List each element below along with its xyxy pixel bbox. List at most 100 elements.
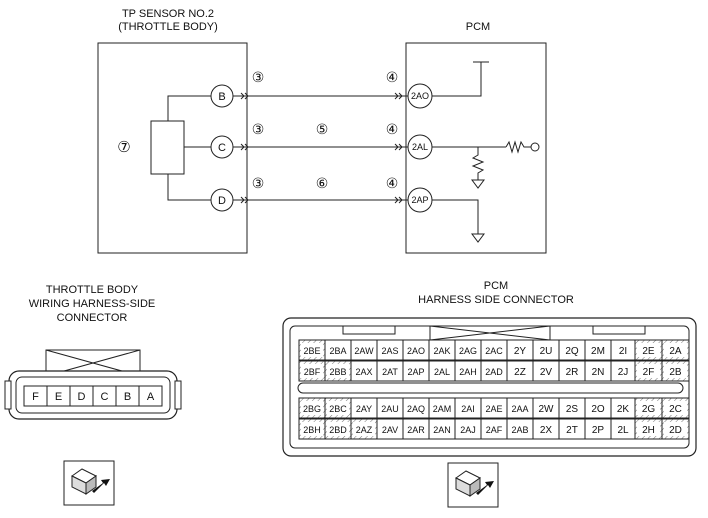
- pcm-pin-label-2be: 2BE: [303, 346, 320, 356]
- pcm-pin-label-2bb: 2BB: [329, 367, 346, 377]
- pcm-pin-label-2l: 2L: [617, 425, 629, 436]
- pcm-connector-title-line2: HARNESS SIDE CONNECTOR: [418, 294, 574, 306]
- sensor-body-number: ⑦: [117, 139, 130, 156]
- svg-text:B: B: [218, 91, 225, 103]
- pcm-pin-label-2am: 2AM: [433, 404, 452, 414]
- pcm-pin-cell-label-bg: [327, 401, 349, 415]
- sensor-pin-d: D: [210, 188, 234, 212]
- pcm-pin-label-2o: 2O: [591, 404, 605, 415]
- pcm-pin-cell-label-bg: [637, 364, 660, 378]
- pcm-connector-view-icon: [447, 462, 499, 508]
- throttle-connector-title-line1: THROTTLE BODY: [46, 284, 139, 296]
- wire-mid-number-c: ⑤: [316, 121, 329, 137]
- pcm-pin-label-2ao: 2AO: [407, 346, 425, 356]
- wire-end-number-b: ④: [386, 69, 399, 85]
- pcm-pin-label-2ab: 2AB: [511, 425, 528, 435]
- pcm-pin-cell-label-bg: [301, 343, 323, 357]
- pcm-pin-label-2aj: 2AJ: [460, 425, 476, 435]
- wire-end-number-c: ④: [386, 121, 399, 137]
- pcm-pin-label-2ah: 2AH: [459, 367, 477, 377]
- sensor-title-line1: TP SENSOR NO.2: [122, 8, 214, 20]
- pcm-pin-label-2aq: 2AQ: [407, 404, 425, 414]
- svg-text:C: C: [218, 142, 226, 154]
- pot-wire-top: [167, 95, 211, 121]
- pcm-pin-label-2t: 2T: [566, 425, 578, 436]
- pcm-pin-label-2r: 2R: [566, 367, 579, 378]
- throttle-pin-f: F: [32, 391, 39, 403]
- pcm-pin-cell-label-bg: [664, 422, 687, 436]
- pcm-pin-label-2bf: 2BF: [304, 367, 321, 377]
- pcm-signal-resistor: [505, 140, 531, 154]
- sensor-side-chevrons: [240, 92, 249, 204]
- pcm-pin-label-2av: 2AV: [382, 425, 398, 435]
- pcm-pin-cell-label-bg: [327, 422, 349, 436]
- sensor-pin-c: C: [210, 135, 234, 159]
- pcm-pin-cell-label-bg: [327, 364, 349, 378]
- pcm-pin-cell-label-bg: [664, 401, 687, 415]
- throttle-connector: [4, 349, 182, 420]
- svg-text:2AO: 2AO: [411, 91, 429, 101]
- pcm-pin-label-2h: 2H: [642, 425, 655, 436]
- pcm-pin-label-2n: 2N: [592, 367, 605, 378]
- pcm-pin-label-2x: 2X: [540, 425, 553, 436]
- pcm-pin-cell-label-bg: [301, 401, 323, 415]
- pcm-side-chevrons: [394, 92, 403, 204]
- pcm-pin-label-2c: 2C: [669, 404, 682, 415]
- pcm-pin-label-2ad: 2AD: [485, 367, 503, 377]
- pcm-pin-label-2b: 2B: [669, 367, 682, 378]
- pcm-pin-label-2f: 2F: [643, 367, 655, 378]
- throttle-pin-b: B: [124, 391, 131, 403]
- pcm-pin-label-2a: 2A: [669, 346, 682, 357]
- throttle-connector-title-line3: CONNECTOR: [57, 312, 128, 324]
- pcm-signal-terminal: [530, 142, 540, 152]
- svg-text:2AL: 2AL: [412, 142, 428, 152]
- pcm-pin-label-2i: 2I: [619, 346, 627, 357]
- pcm-pin-label-2ap: 2AP: [407, 367, 424, 377]
- pcm-pin-2ao: 2AO: [407, 83, 433, 109]
- wire-mid-number-d: ⑥: [316, 175, 329, 191]
- pcm-pin-cell-label-bg: [637, 401, 660, 415]
- pcm-pin-label-2ar: 2AR: [407, 425, 425, 435]
- pcm-pin-label-2d: 2D: [669, 425, 682, 436]
- pcm-pin-label-2an: 2AN: [433, 425, 451, 435]
- pcm-pin-label-2ae: 2AE: [485, 404, 502, 414]
- pcm-pin-label-2aa: 2AA: [511, 404, 528, 414]
- pcm-pin-label-2k: 2K: [617, 404, 630, 415]
- pcm-pin-label-2au: 2AU: [381, 404, 399, 414]
- pcm-pin-label-2bg: 2BG: [303, 404, 321, 414]
- pcm-box: [405, 42, 547, 254]
- wire-end-number-d: ④: [386, 175, 399, 191]
- pcm-pin-label-2p: 2P: [592, 425, 605, 436]
- pcm-signal-ground-icon: [471, 179, 485, 189]
- pcm-pin-label-2az: 2AZ: [356, 425, 373, 435]
- pcm-pin-label-2s: 2S: [566, 404, 579, 415]
- throttle-pin-d: D: [78, 391, 86, 403]
- wire-start-number-c: ③: [252, 121, 265, 137]
- pcm-pin-cell-label-bg: [664, 343, 687, 357]
- pcm-pin-label-2ag: 2AG: [459, 346, 477, 356]
- pcm-pin-label-2as: 2AS: [381, 346, 398, 356]
- pcm-pin-label-2u: 2U: [540, 346, 553, 357]
- svg-text:2AP: 2AP: [411, 195, 428, 205]
- pcm-vref-line: [432, 62, 482, 97]
- throttle-pin-c: C: [101, 391, 109, 403]
- pcm-ground-icon: [471, 233, 485, 243]
- pcm-pin-cell-label-bg: [353, 422, 375, 436]
- pcm-pin-cell-label-bg: [637, 343, 660, 357]
- svg-text:D: D: [218, 195, 226, 207]
- pcm-connector-title-line1: PCM: [484, 280, 508, 292]
- pcm-pin-label-2ai: 2AI: [461, 404, 475, 414]
- pcm-title: PCM: [466, 21, 490, 33]
- pcm-pin-cell-label-bg: [664, 364, 687, 378]
- pcm-pin-cell-label-bg: [301, 422, 323, 436]
- sensor-pin-b: B: [210, 84, 234, 108]
- pcm-pin-label-2ac: 2AC: [485, 346, 503, 356]
- pcm-pin-2al: 2AL: [407, 134, 433, 160]
- pcm-pin-label-2m: 2M: [591, 346, 605, 357]
- pcm-pin-label-2e: 2E: [642, 346, 655, 357]
- sensor-title-line2: (THROTTLE BODY): [118, 21, 218, 33]
- pcm-pin-label-2at: 2AT: [382, 367, 398, 377]
- pcm-pin-label-2j: 2J: [618, 367, 629, 378]
